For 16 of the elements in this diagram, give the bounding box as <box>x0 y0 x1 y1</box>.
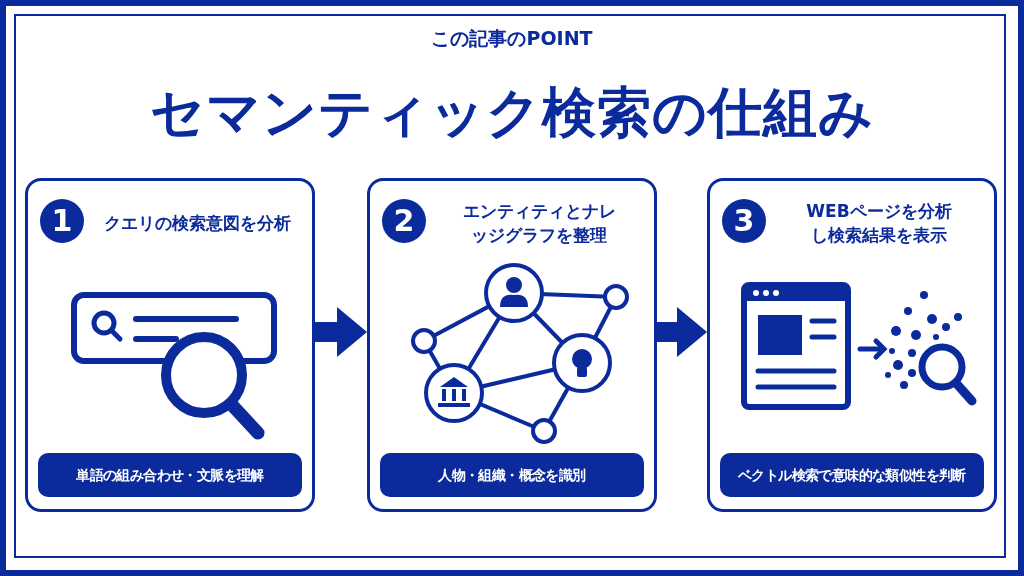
step-panel <box>367 178 657 512</box>
step-heading: エンティティとナレッジグラフを整理 <box>461 200 617 247</box>
kicker-text: この記事のPOINT <box>430 26 594 51</box>
step-number-circle: 3 <box>722 199 766 243</box>
title: セマンティック検索の仕組み <box>149 80 875 146</box>
step-heading: クエリの検索意図を分析 <box>102 212 292 235</box>
block-arrow <box>657 307 707 357</box>
step-number-circle: 1 <box>40 199 84 243</box>
step-panel <box>25 178 315 512</box>
block-arrow <box>315 307 367 357</box>
step-number-circle: 2 <box>382 199 426 243</box>
summary-band: ベクトル検索で意味的な類似性を判断 <box>720 453 984 497</box>
step-heading: WEBページを分析し検索結果を表示 <box>805 200 953 247</box>
step-panel <box>707 178 997 512</box>
summary-band: 単語の組み合わせ・文脈を理解 <box>38 453 302 497</box>
summary-band: 人物・組織・概念を識別 <box>380 453 644 497</box>
